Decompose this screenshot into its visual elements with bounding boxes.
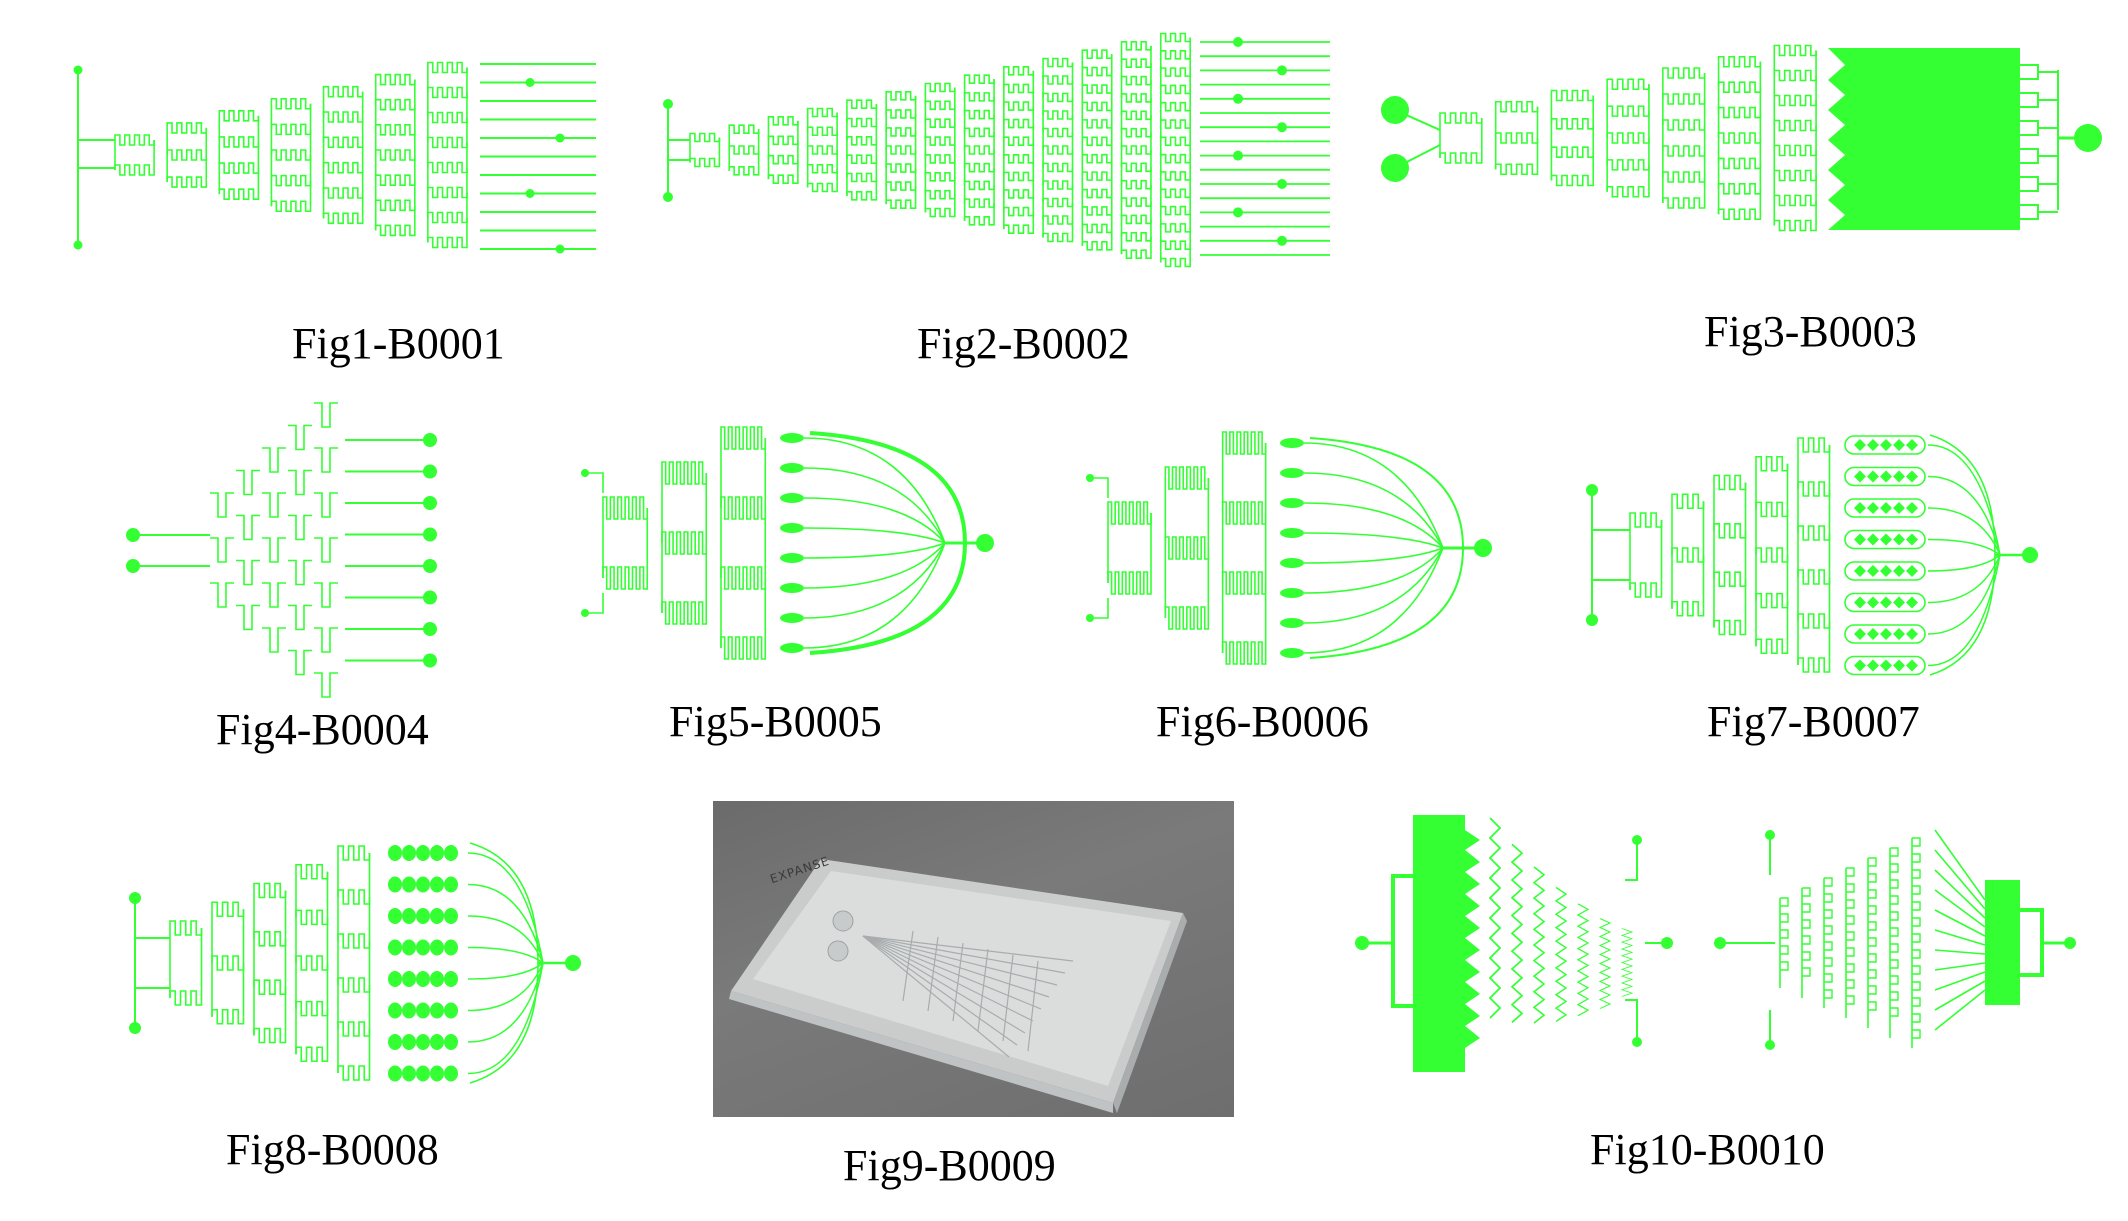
caption-fig1: Fig1-B0001 [292,319,505,368]
fig1-gradient-generator [73,61,596,254]
caption-fig2: Fig2-B0002 [917,319,1130,368]
fig8-chamber-chip [129,842,581,1084]
caption-fig10: Fig10-B0010 [1590,1125,1825,1174]
fig3-gradient-chamber [1381,44,2102,232]
caption-fig6: Fig6-B0006 [1156,697,1369,746]
fig6-droplet-chip [1086,431,1492,665]
fig5-droplet-chip [581,426,994,660]
fig4-gradient-generator [126,402,437,698]
fig2-gradient-generator [663,32,1330,268]
caption-fig7: Fig7-B0007 [1707,697,1920,746]
caption-fig4: Fig4-B0004 [216,705,429,754]
glass-chip-illustration [729,859,1187,1113]
caption-fig8: Fig8-B0008 [226,1125,439,1174]
fig10-paired-generators [1355,815,2076,1072]
chip-photo: EXPANSE [713,801,1234,1117]
fig7-chamber-chip [1586,434,2038,676]
caption-fig3: Fig3-B0003 [1704,307,1917,356]
caption-fig9: Fig9-B0009 [843,1141,1056,1190]
caption-fig5: Fig5-B0005 [669,697,882,746]
